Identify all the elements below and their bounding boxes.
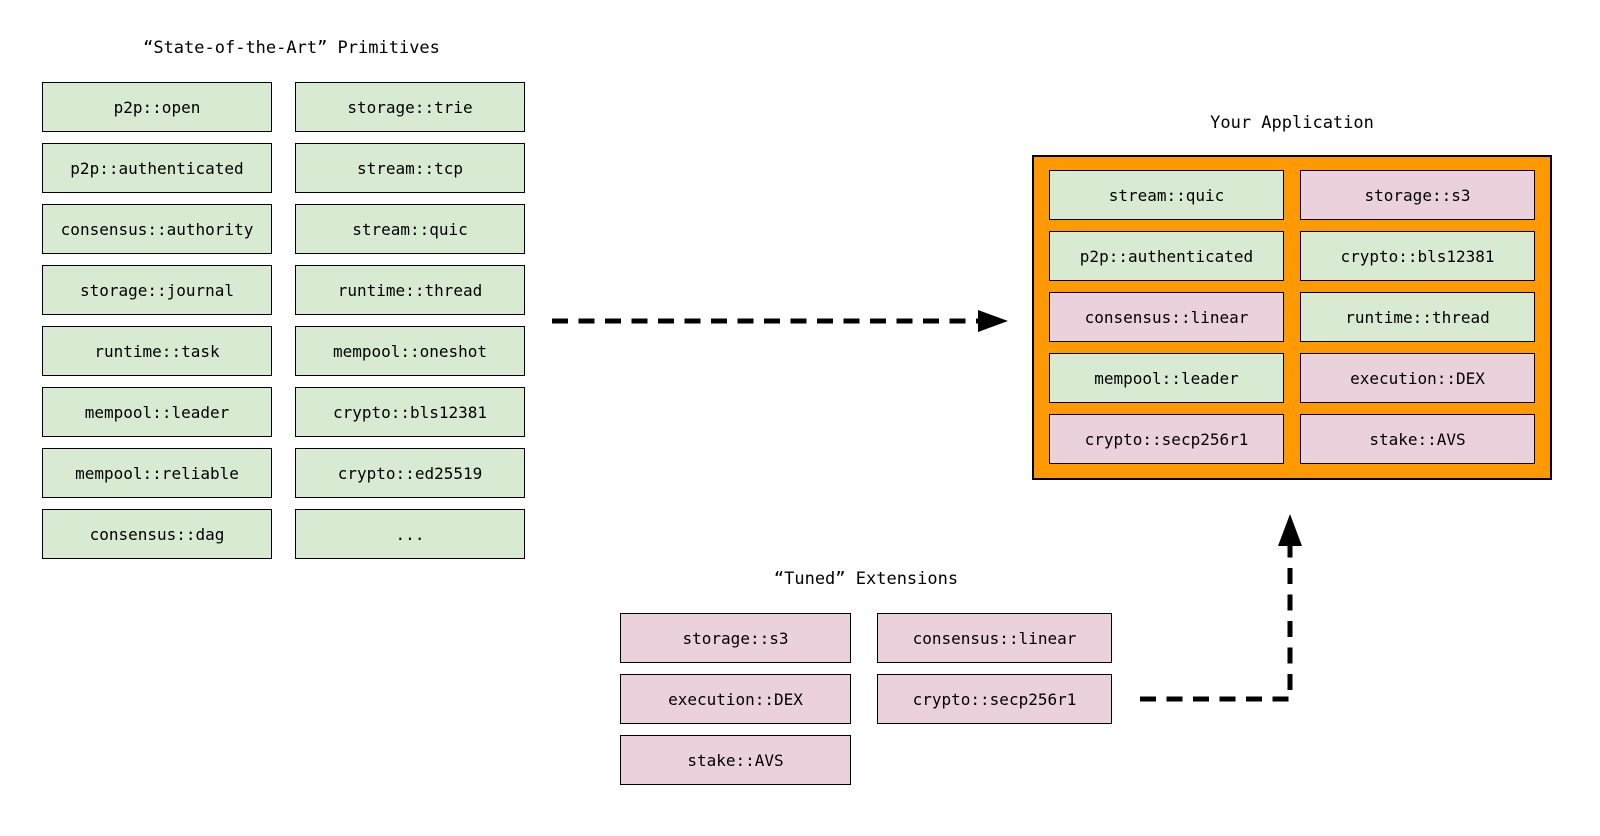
primitive-box: crypto::ed25519 — [295, 448, 525, 498]
primitive-box: p2p::authenticated — [42, 143, 272, 193]
application-cell-label: crypto::secp256r1 — [1084, 429, 1249, 449]
primitives-column-2: storage::trie stream::tcp stream::quic r… — [295, 82, 525, 559]
primitive-box: storage::trie — [295, 82, 525, 132]
application-cell-label: stream::quic — [1108, 185, 1225, 205]
application-cell: mempool::leader — [1049, 353, 1284, 403]
application-cell: stream::quic — [1049, 170, 1284, 220]
primitives-column-1: p2p::open p2p::authenticated consensus::… — [42, 82, 272, 559]
application-cell: runtime::thread — [1300, 292, 1535, 342]
application-frame: stream::quic storage::s3 p2p::authentica… — [1032, 155, 1552, 480]
application-cell-label: crypto::bls12381 — [1340, 246, 1495, 266]
extension-box: execution::DEX — [620, 674, 851, 724]
extension-box: storage::s3 — [620, 613, 851, 663]
primitive-box: p2p::open — [42, 82, 272, 132]
primitive-label: storage::journal — [79, 280, 235, 300]
primitive-box: mempool::reliable — [42, 448, 272, 498]
application-cell-label: p2p::authenticated — [1079, 246, 1254, 266]
application-title: Your Application — [1210, 113, 1374, 133]
primitive-label: p2p::open — [113, 97, 201, 117]
extension-box: stake::AVS — [620, 735, 851, 785]
extension-label: consensus::linear — [912, 628, 1077, 648]
primitives-title: “State-of-the-Art” Primitives — [143, 38, 440, 58]
extension-label: storage::s3 — [682, 628, 789, 648]
primitive-box: mempool::oneshot — [295, 326, 525, 376]
extension-label: stake::AVS — [687, 750, 784, 770]
primitive-label: stream::tcp — [357, 158, 463, 178]
extension-box: crypto::secp256r1 — [877, 674, 1112, 724]
primitive-label: stream::quic — [352, 219, 468, 239]
primitive-box: consensus::dag — [42, 509, 272, 559]
application-cell-label: storage::s3 — [1364, 185, 1471, 205]
primitive-label: p2p::authenticated — [70, 158, 244, 178]
primitive-label: consensus::dag — [89, 524, 225, 544]
primitive-box: runtime::thread — [295, 265, 525, 315]
primitive-label: runtime::thread — [337, 280, 483, 300]
primitive-box: stream::tcp — [295, 143, 525, 193]
application-cell: crypto::bls12381 — [1300, 231, 1535, 281]
application-cell: stake::AVS — [1300, 414, 1535, 464]
primitive-box: mempool::leader — [42, 387, 272, 437]
application-cell: storage::s3 — [1300, 170, 1535, 220]
primitive-label: crypto::ed25519 — [337, 463, 483, 483]
application-cell-label: stake::AVS — [1369, 429, 1466, 449]
primitive-box: stream::quic — [295, 204, 525, 254]
extensions-column-1: storage::s3 execution::DEX stake::AVS — [620, 613, 851, 785]
primitive-label: mempool::reliable — [75, 463, 239, 483]
application-cell: execution::DEX — [1300, 353, 1535, 403]
application-cell-label: execution::DEX — [1350, 368, 1485, 388]
extension-label: execution::DEX — [668, 689, 803, 709]
primitives-to-application-arrow — [552, 310, 1008, 332]
extension-box: consensus::linear — [877, 613, 1112, 663]
primitive-label: mempool::oneshot — [332, 341, 488, 361]
primitive-label: ... — [395, 524, 425, 544]
primitive-label: storage::trie — [347, 97, 473, 117]
application-cell: p2p::authenticated — [1049, 231, 1284, 281]
primitive-label: crypto::bls12381 — [332, 402, 488, 422]
primitive-label: mempool::leader — [84, 402, 230, 422]
application-cell-label: mempool::leader — [1094, 368, 1239, 388]
primitive-label: runtime::task — [94, 341, 220, 361]
application-cell: crypto::secp256r1 — [1049, 414, 1284, 464]
primitive-box: crypto::bls12381 — [295, 387, 525, 437]
extensions-column-2: consensus::linear crypto::secp256r1 — [877, 613, 1112, 724]
primitive-box: storage::journal — [42, 265, 272, 315]
primitive-box: ... — [295, 509, 525, 559]
application-cell-label: consensus::linear — [1084, 307, 1249, 327]
primitive-box: consensus::authority — [42, 204, 272, 254]
primitive-box: runtime::task — [42, 326, 272, 376]
extension-label: crypto::secp256r1 — [912, 689, 1077, 709]
extensions-title: “Tuned” Extensions — [773, 569, 959, 589]
application-cell: consensus::linear — [1049, 292, 1284, 342]
primitive-label: consensus::authority — [60, 219, 254, 239]
application-cell-label: runtime::thread — [1345, 307, 1490, 327]
extensions-to-application-arrow — [1140, 514, 1302, 702]
